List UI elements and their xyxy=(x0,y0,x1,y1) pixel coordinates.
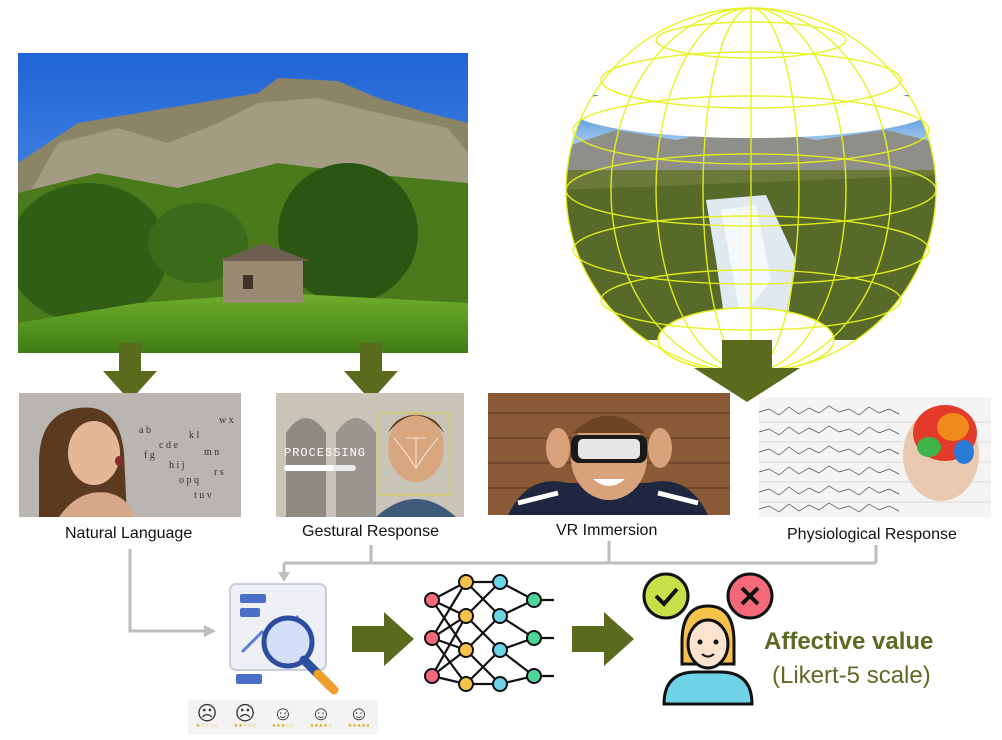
likert-scale-subtitle: (Likert-5 scale) xyxy=(772,662,931,689)
gestural-response-image xyxy=(276,393,464,517)
svg-text:f g: f g xyxy=(144,450,155,461)
caption-physiological-response: Physiological Response xyxy=(787,526,957,543)
svg-text:t u v: t u v xyxy=(194,490,212,501)
svg-text:k l: k l xyxy=(189,430,200,441)
vr-immersion-image xyxy=(488,393,730,515)
svg-text:w x: w x xyxy=(219,415,234,426)
neural-network-icon xyxy=(420,570,562,706)
person-decision-icon xyxy=(640,572,776,706)
natural-language-image: a b c d e f g h i j k l m n o p q r s t u v w … xyxy=(19,393,241,517)
down-arrow-1 xyxy=(103,343,157,401)
caption-vr-immersion: VR Immersion xyxy=(556,522,658,539)
likert-scale-row: ☹★☆☆☆☆ ☹★★☆☆☆ ☺★★★☆☆ ☺★★★★☆ ☺★★★★★ xyxy=(188,700,378,734)
right-arrow-1 xyxy=(352,612,414,666)
svg-text:a b: a b xyxy=(139,425,151,436)
svg-text:m n: m n xyxy=(204,447,219,458)
svg-text:o p q: o p q xyxy=(179,475,199,486)
down-arrow-2 xyxy=(344,343,398,401)
analysis-magnifier-icon xyxy=(226,582,344,700)
likert-face-5: ☺★★★★★ xyxy=(347,703,371,729)
right-arrow-2 xyxy=(572,612,634,666)
likert-face-2: ☹★★☆☆☆ xyxy=(233,703,257,729)
svg-text:c d e: c d e xyxy=(159,440,178,451)
caption-gestural-response: Gestural Response xyxy=(302,523,439,540)
svg-text:h i j: h i j xyxy=(169,460,185,471)
likert-face-1: ☹★☆☆☆☆ xyxy=(195,703,219,729)
svg-text:r s: r s xyxy=(214,467,224,478)
down-arrow-3 xyxy=(694,340,800,402)
caption-natural-language: Natural Language xyxy=(65,525,193,542)
affective-value-title: Affective value xyxy=(764,628,934,655)
likert-face-3: ☺★★★☆☆ xyxy=(271,703,295,729)
vr-360-sphere xyxy=(556,0,946,385)
likert-face-4: ☺★★★★☆ xyxy=(309,703,333,729)
landscape-photo xyxy=(18,53,468,353)
processing-label: PROCESSING xyxy=(284,446,367,460)
physiological-eeg-image xyxy=(759,397,991,517)
